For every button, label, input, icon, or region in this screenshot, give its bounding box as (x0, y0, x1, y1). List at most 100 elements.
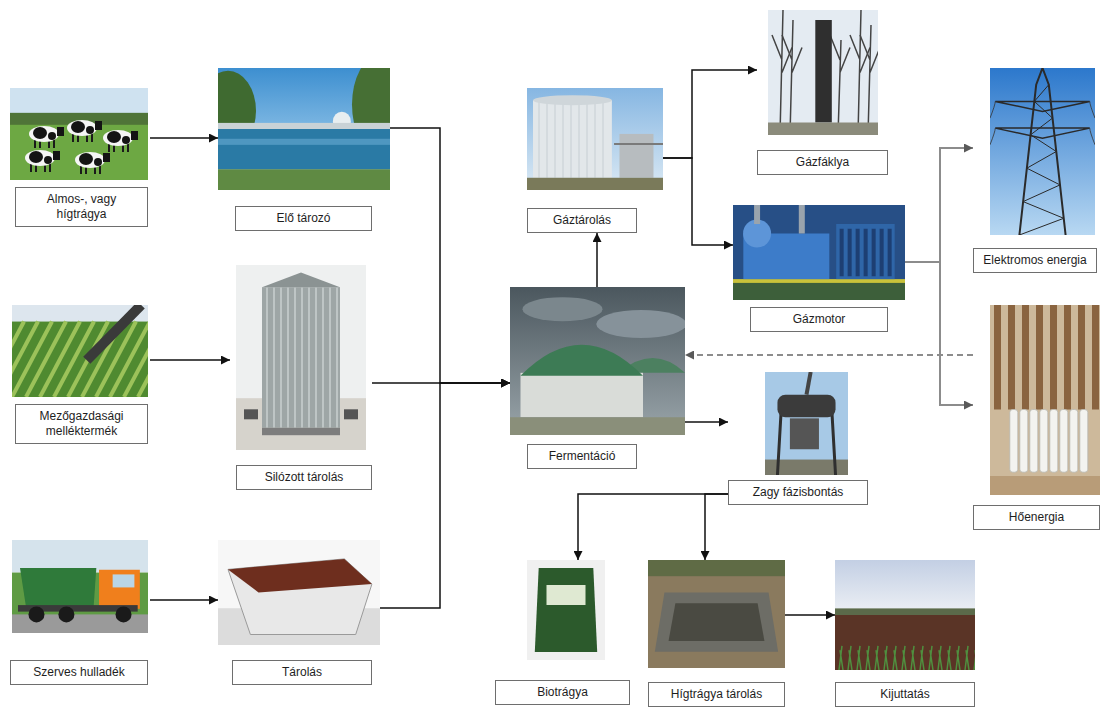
floor (990, 476, 1100, 495)
cooling-fin (848, 229, 852, 277)
gas-dome (521, 345, 644, 376)
tank-seam (547, 100, 548, 178)
label-box: Hígtrágya tárolás (648, 682, 785, 707)
radiator-column (1070, 410, 1078, 473)
container (20, 568, 96, 607)
flow-arrow (705, 494, 728, 560)
wall-pipe (1036, 305, 1043, 410)
wall (990, 305, 1100, 495)
background (236, 265, 366, 450)
node-label: Kijuttatás (842, 687, 968, 702)
bare-tree (850, 10, 870, 135)
water (218, 129, 390, 169)
bare-tree (860, 25, 878, 135)
node-label: Almos-, vagy hígtrágya (22, 192, 141, 222)
horizon (835, 608, 975, 615)
soil (835, 615, 975, 670)
green-shoot (875, 646, 879, 670)
window (344, 409, 358, 419)
process-step: Fermentáció (510, 287, 685, 469)
green-shoot (884, 646, 888, 670)
earth (648, 560, 785, 668)
node-label: Fermentáció (534, 449, 630, 464)
flow-arrow (685, 421, 728, 423)
cow-body (25, 150, 55, 166)
silo-stripe (266, 287, 268, 428)
label-box: Szerves hulladék (10, 660, 148, 685)
tank-seam (595, 100, 596, 178)
cow-patch (107, 131, 121, 143)
process-step: Tárolás (218, 540, 380, 685)
floor-stripe (733, 279, 905, 283)
water-reflection (218, 139, 390, 145)
node-label: Tárolás (239, 665, 365, 680)
green-shoot (974, 646, 975, 670)
node-label: Szerves hulladék (17, 665, 141, 680)
radiator-column (1050, 410, 1058, 473)
silo-stripe (322, 287, 324, 428)
tank-seam (579, 100, 580, 178)
bare-tree (782, 20, 802, 135)
sky (990, 68, 1095, 235)
photo-illustration (648, 560, 785, 668)
process-step: Elektromos energia (973, 68, 1097, 273)
label-box: Gázfáklya (757, 150, 888, 175)
crop-row (138, 322, 148, 397)
digester-wall (521, 373, 644, 417)
label-box: Gázmotor (750, 307, 888, 332)
background (527, 560, 605, 660)
silo-stripe (336, 287, 338, 428)
green-shoot (956, 646, 960, 670)
node-label: Gáztárolás (534, 213, 630, 228)
trees (648, 560, 785, 576)
wall-pipe (1064, 305, 1071, 410)
photo-illustration (768, 10, 878, 135)
photo-illustration (733, 205, 905, 300)
green-shoot (839, 646, 843, 670)
cloud (596, 310, 685, 338)
organic-load (228, 559, 372, 593)
harvester-spout (87, 305, 141, 360)
tank-top (533, 95, 612, 105)
silo-stripe (308, 287, 310, 428)
bank (218, 123, 390, 129)
cow-body (75, 152, 105, 168)
cooling-fin (888, 229, 892, 277)
wall-pipe (994, 305, 1001, 410)
photo-illustration (835, 560, 975, 670)
node-label: Silózott tárolás (243, 470, 365, 485)
ground (527, 178, 663, 190)
flow-arrow (663, 70, 757, 158)
label-box: Mezőgazdasági melléktermék (15, 404, 148, 444)
process-step: Silózott tárolás (230, 265, 372, 490)
silo-stripe (280, 287, 282, 428)
photo-illustration (990, 68, 1095, 235)
cow-patch (33, 127, 47, 139)
silo-base (262, 428, 340, 435)
silo-stripe (273, 287, 275, 428)
cow-patch (86, 126, 94, 134)
flow-arrow (596, 233, 598, 287)
bare-tree (830, 35, 850, 135)
sky (10, 88, 148, 125)
silo-stripe (329, 287, 331, 428)
separator-drum (777, 395, 835, 418)
label-box: Gáztárolás (527, 208, 637, 233)
tank-seam (571, 100, 572, 178)
cow-head (57, 127, 64, 136)
label-box: Hőenergia (973, 505, 1100, 530)
node-label: Gázfáklya (764, 155, 881, 170)
label-box: Tárolás (232, 660, 372, 685)
photo-illustration (527, 88, 663, 190)
tank-seam (603, 100, 604, 178)
green-shoot (938, 646, 942, 670)
node-label: Gázmotor (757, 312, 881, 327)
cow-patch (48, 132, 56, 140)
node-label: Mezőgazdasági melléktermék (22, 409, 141, 439)
radiator-column (1020, 410, 1028, 473)
pipe (614, 143, 663, 145)
green-shoot (965, 646, 969, 670)
silo-stripe (301, 287, 303, 428)
sky (835, 560, 975, 615)
grass (218, 169, 390, 190)
